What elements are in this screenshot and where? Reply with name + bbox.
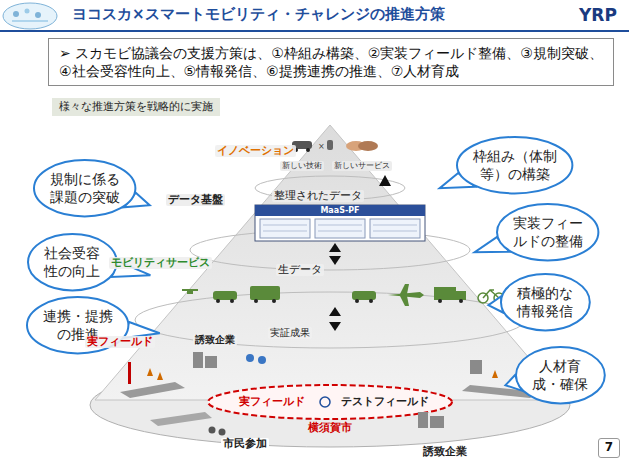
- callout-oval: 枠組み（体制等）の構築: [456, 136, 573, 194]
- platform-panel: MaaS-PF: [255, 205, 425, 216]
- icon-caption: 新しい技術: [280, 161, 324, 170]
- field-caption: 実フィールド: [237, 396, 307, 409]
- callout-outline: [496, 203, 599, 261]
- callout-oval: 実装フィールドの整備: [496, 203, 599, 261]
- callout-oval: 人材育成・確保: [515, 346, 606, 404]
- field-caption: テストフィールド: [339, 396, 431, 409]
- callout-outline: [456, 136, 573, 194]
- node-text: 枠組み（体制等）の構築: [472, 147, 557, 183]
- callout-outline: [500, 273, 591, 331]
- layer-label: データ基盤: [166, 194, 225, 207]
- node-text: ➢ スカモビ協議会の支援方策は、①枠組み構築、②実装フィールド整備、③規制突破、…: [59, 44, 603, 80]
- subheading-box: 様々な推進方策を戦略的に実施: [52, 98, 220, 116]
- field-caption: 誘致企業: [193, 334, 237, 346]
- callout-outline: [515, 346, 606, 404]
- layer-label: 実フィールド: [85, 336, 155, 349]
- callout-outline: [33, 159, 136, 217]
- field-caption: 市民参加: [221, 438, 269, 451]
- field-caption: 誘致企業: [421, 446, 469, 459]
- callout-outline: [27, 233, 118, 291]
- callout-oval: 規制に係る課題の突破: [33, 159, 136, 217]
- node-text: 7: [605, 440, 613, 456]
- slide-title: ヨコスカ×スマートモビリティ・チャレンジの推進方策: [72, 6, 445, 23]
- data-caption: 生データ: [276, 264, 324, 277]
- logo-text: YRP: [577, 6, 619, 26]
- layer-label: イノベーション: [215, 145, 296, 158]
- node-text: 実装フィールドの整備: [512, 214, 583, 250]
- node-text: 人材育成・確保: [531, 357, 590, 393]
- summary-box: ➢ スカモビ協議会の支援方策は、①枠組み構築、②実装フィールド整備、③規制突破、…: [48, 38, 614, 86]
- node-text: 規制に係る課題の突破: [49, 170, 120, 206]
- callout-oval: 社会受容性の向上: [27, 233, 118, 291]
- node-text: 社会受容性の向上: [43, 244, 102, 280]
- callout-oval: 積極的な情報発信: [500, 273, 591, 331]
- data-caption: 整理されたデータ: [272, 190, 364, 203]
- field-caption: 実証成果: [268, 327, 312, 339]
- node-text: MaaS-PF: [320, 207, 359, 215]
- node-text: 積極的な情報発信: [516, 284, 575, 320]
- page-number-box: 7: [598, 438, 620, 458]
- node-text: 様々な推進方策を戦略的に実施: [59, 100, 213, 114]
- icon-caption: 新しいサービス: [332, 161, 392, 170]
- layer-label: モビリティサービス: [109, 257, 212, 270]
- field-caption: 横須賀市: [306, 422, 354, 435]
- svg-text:×: ×: [318, 142, 325, 151]
